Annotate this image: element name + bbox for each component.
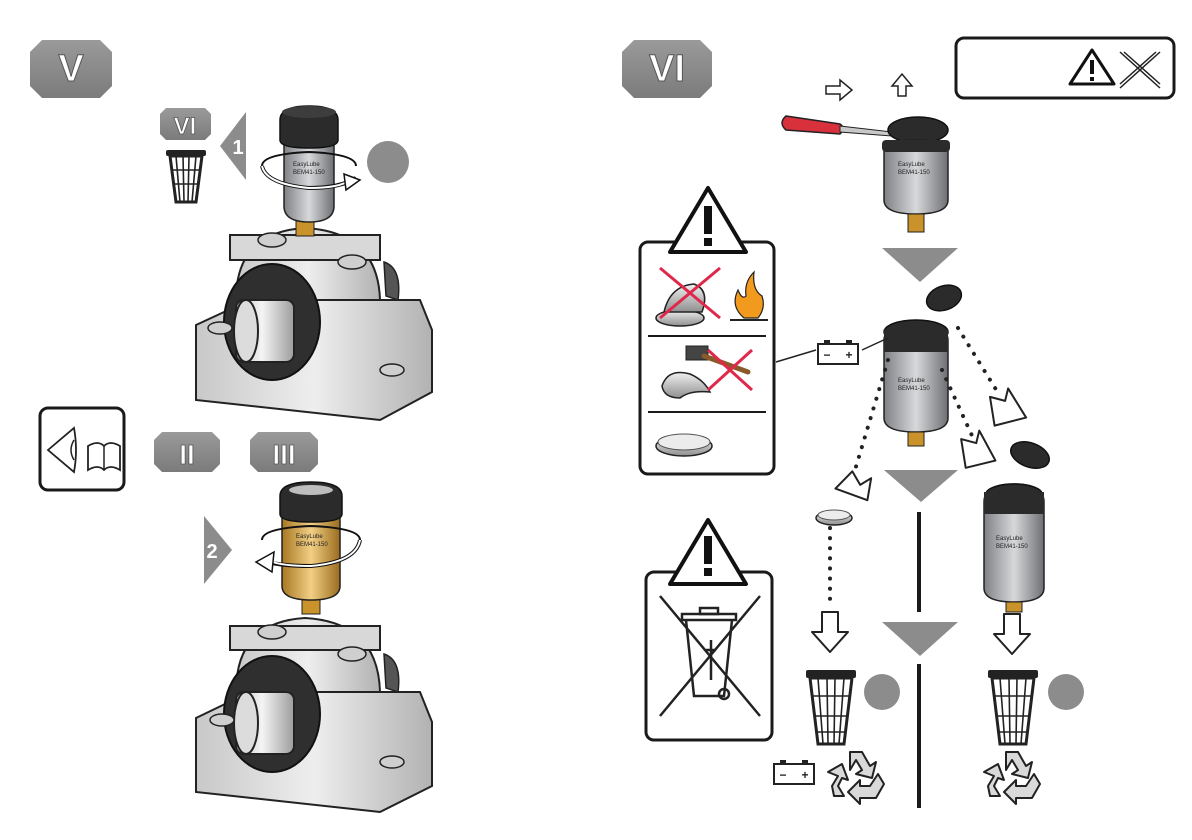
battery-minus-lower: − xyxy=(779,768,786,782)
weee-warning-box xyxy=(646,520,772,740)
lubricator-lower: EasyLube BEM41-150 xyxy=(256,482,360,614)
battery-icon: − + xyxy=(774,760,814,784)
warning-pointer xyxy=(776,350,816,362)
bearing-housing-lower xyxy=(196,618,432,812)
badge-circle xyxy=(1048,674,1084,710)
down-arrow-3 xyxy=(882,622,958,656)
recycle-icon xyxy=(828,752,884,804)
lubricator-open: EasyLube BEM41-150 xyxy=(884,281,965,446)
ref-iii-label: III xyxy=(272,439,295,470)
cap-icon xyxy=(923,281,965,316)
product-label-line1: EasyLube xyxy=(293,162,320,168)
arrow-1-label: 1 xyxy=(232,137,243,159)
battery-minus: − xyxy=(823,348,830,362)
warning-triangle-icon xyxy=(670,520,746,584)
lubricator-upper: EasyLube BEM41-150 xyxy=(262,106,409,236)
book-icon xyxy=(88,443,120,470)
arrow-2-label: 2 xyxy=(206,541,217,563)
caution-box xyxy=(956,38,1174,98)
product-label-line1-vi-mid: EasyLube xyxy=(898,378,925,384)
rotate-arrow-2: 2 xyxy=(204,516,232,584)
ref-vi-badge: VI xyxy=(160,108,211,140)
step-v-badge: V xyxy=(30,40,112,98)
see-manual-box xyxy=(40,408,124,490)
battery-plus-lower: + xyxy=(801,768,808,782)
step-vi-label: VI xyxy=(649,48,685,90)
battery-plus: + xyxy=(845,348,852,362)
ref-ii-label: II xyxy=(179,439,195,470)
rotate-arrow-1: 1 xyxy=(220,112,246,180)
coin-battery-icon xyxy=(816,510,852,525)
down-arrow-1 xyxy=(882,248,958,282)
ref-iii-badge: III xyxy=(250,432,318,472)
trash-basket-icon xyxy=(988,670,1038,744)
ref-vi-label: VI xyxy=(174,113,197,140)
ref-ii-badge: II xyxy=(154,432,220,472)
product-label-line2-vi-low: BEM41-150 xyxy=(996,544,1028,550)
battery-icon: − + xyxy=(818,340,858,364)
lift-arrow-icon xyxy=(892,74,912,96)
lubricator-empty: EasyLube BEM41-150 xyxy=(984,484,1044,612)
product-label-line1-lower: EasyLube xyxy=(296,534,323,540)
trash-basket-icon xyxy=(166,150,206,202)
product-label-line1-vi-low: EasyLube xyxy=(996,536,1023,542)
step-v-label: V xyxy=(58,48,84,90)
product-label-line2-vi-top: BEM41-150 xyxy=(898,170,930,176)
lubricator-opening: EasyLube BEM41-150 xyxy=(882,117,950,232)
battery-warning-box xyxy=(640,188,774,474)
loose-cap-icon xyxy=(1007,437,1053,473)
step-vi-badge: VI xyxy=(622,40,712,98)
down-arrow-2 xyxy=(884,470,958,502)
coin-battery-icon xyxy=(656,434,712,456)
warning-triangle-icon xyxy=(670,188,746,252)
product-label-line2-lower: BEM41-150 xyxy=(296,542,328,548)
trash-basket-icon xyxy=(806,670,856,744)
push-arrow-icon xyxy=(826,80,852,100)
product-label-line1-vi-top: EasyLube xyxy=(898,162,925,168)
bearing-housing-upper xyxy=(196,228,432,420)
recycle-icon xyxy=(984,752,1040,804)
badge-circle xyxy=(864,674,900,710)
product-label-line2: BEM41-150 xyxy=(293,170,325,176)
screwdriver-icon xyxy=(782,116,892,136)
product-label-line2-vi-mid: BEM41-150 xyxy=(898,386,930,392)
